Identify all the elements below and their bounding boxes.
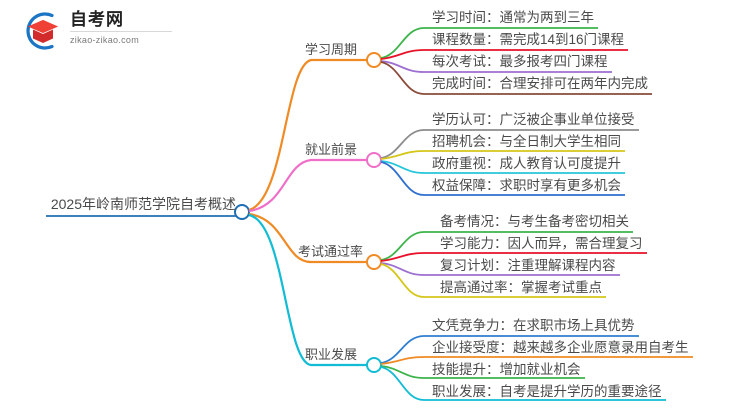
link-branch-3-leaf-1 bbox=[380, 231, 633, 261]
link-root-to-branch-2 bbox=[248, 158, 367, 213]
leaf-label-rights-protection[interactable]: 权益保障：求职时享有更多机会 bbox=[432, 178, 621, 193]
leaf-label-government-emphasis[interactable]: 政府重视：成人教育认可度提升 bbox=[432, 156, 621, 171]
branch-label-exam-pass-rate[interactable]: 考试通过率 bbox=[298, 244, 364, 259]
leaf-label-improve-pass-rate[interactable]: 提高通过率：掌握考试重点 bbox=[440, 280, 602, 295]
link-branch-3-leaf-3 bbox=[380, 262, 620, 276]
link-branch-1-leaf-2 bbox=[380, 49, 628, 60]
branch-3-node-circle[interactable] bbox=[366, 254, 382, 270]
link-branch-2-leaf-1 bbox=[380, 129, 639, 159]
graduation-cap-logo-icon bbox=[22, 10, 64, 52]
branch-label-employment-prospects[interactable]: 就业前景 bbox=[305, 142, 358, 157]
link-branch-2-leaf-2 bbox=[380, 150, 625, 160]
branch-2-node-circle[interactable] bbox=[366, 152, 382, 168]
leaf-label-recruitment-opportunity[interactable]: 招聘机会：与全日制大学生相同 bbox=[432, 134, 621, 149]
leaf-label-career-growth[interactable]: 职业发展：自考是提升学历的重要途径 bbox=[432, 384, 662, 399]
root-node-label[interactable]: 2025年岭南师范学院自考概述 bbox=[50, 196, 236, 212]
leaf-label-degree-recognition[interactable]: 学历认可：广泛被企事业单位接受 bbox=[432, 112, 635, 127]
link-branch-2-leaf-4 bbox=[380, 161, 625, 196]
link-branch-4-leaf-1 bbox=[380, 335, 639, 364]
link-branch-1-leaf-1 bbox=[380, 27, 598, 59]
leaf-label-review-plan[interactable]: 复习计划：注重理解课程内容 bbox=[440, 258, 616, 273]
leaf-label-diploma-competitiveness[interactable]: 文凭竞争力：在求职市场上具优势 bbox=[432, 318, 635, 333]
link-branch-3-leaf-4 bbox=[380, 263, 606, 298]
logo-subtitle: zikao-zikao.com bbox=[70, 35, 140, 45]
branch-4-node-circle[interactable] bbox=[366, 357, 382, 373]
logo-title: 自考网 bbox=[70, 10, 172, 32]
site-logo: 自考网 zikao-zikao.com bbox=[22, 8, 172, 52]
logo-text: 自考网 zikao-zikao.com bbox=[70, 10, 172, 47]
branch-1-node-circle[interactable] bbox=[366, 52, 382, 68]
link-branch-4-leaf-4 bbox=[380, 366, 666, 401]
link-root-to-branch-3 bbox=[248, 212, 367, 264]
link-branch-4-leaf-3 bbox=[380, 365, 585, 379]
link-branch-4-leaf-2 bbox=[380, 356, 693, 365]
leaf-label-course-count[interactable]: 课程数量：需完成14到16门课程 bbox=[432, 32, 625, 47]
root-node-circle[interactable] bbox=[234, 204, 250, 220]
link-root-to-branch-4 bbox=[248, 213, 367, 367]
leaf-label-exams-per-session[interactable]: 每次考试：最多报考四门课程 bbox=[432, 54, 608, 69]
leaf-label-learning-ability[interactable]: 学习能力：因人而异，需合理复习 bbox=[440, 236, 643, 251]
leaf-label-enterprise-acceptance[interactable]: 企业接受度：越来越多企业愿意录用自考生 bbox=[432, 340, 689, 355]
link-branch-3-leaf-2 bbox=[380, 252, 647, 262]
leaf-label-study-duration[interactable]: 学习时间：通常为两到三年 bbox=[432, 10, 594, 25]
link-branch-2-leaf-3 bbox=[380, 160, 625, 174]
leaf-label-completion-time[interactable]: 完成时间：合理安排可在两年内完成 bbox=[432, 76, 648, 91]
link-branch-1-leaf-3 bbox=[380, 60, 612, 73]
branch-label-study-cycle[interactable]: 学习周期 bbox=[305, 42, 358, 57]
leaf-label-preparation-status[interactable]: 备考情况：与考生备考密切相关 bbox=[440, 214, 629, 229]
branch-label-career-development[interactable]: 职业发展 bbox=[305, 347, 358, 362]
link-branch-1-leaf-4 bbox=[380, 61, 652, 95]
leaf-label-skill-improvement[interactable]: 技能提升：增加就业机会 bbox=[432, 362, 581, 377]
link-root-to-branch-1 bbox=[248, 58, 367, 212]
